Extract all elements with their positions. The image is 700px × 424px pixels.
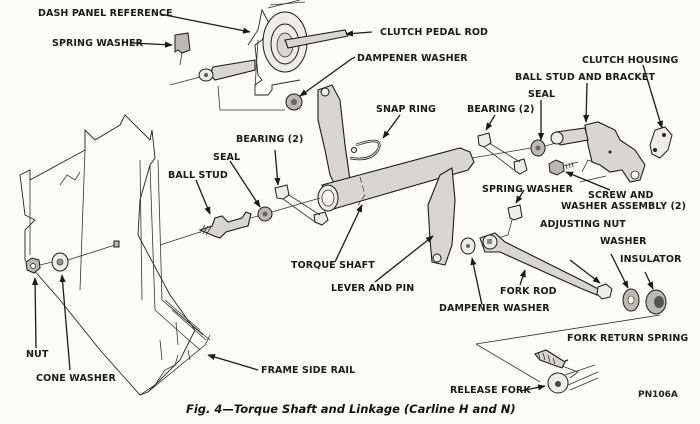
dampener-washer-top	[285, 93, 303, 111]
snap-ring	[349, 139, 381, 161]
figure-code: PN106A	[638, 390, 678, 400]
label-cone-washer: CONE WASHER	[36, 373, 116, 384]
label-clutch-pedal-rod: CLUTCH PEDAL ROD	[380, 27, 489, 38]
frame-side-rail	[19, 114, 211, 396]
bearing-left-top	[274, 184, 290, 200]
ball-stud-and-bracket	[550, 121, 646, 183]
insulator	[645, 289, 667, 315]
label-ball-stud: BALL STUD	[168, 170, 228, 181]
label-lever-and-pin: LEVER AND PIN	[331, 283, 415, 294]
label-ball-stud-and-bracket: BALL STUD AND BRACKET	[515, 72, 656, 83]
seal-left	[257, 206, 273, 222]
adjusting-nut	[596, 283, 613, 300]
seal-right	[530, 139, 546, 157]
label-torque-shaft: TORQUE SHAFT	[291, 260, 375, 271]
spring-washer-top	[174, 32, 191, 66]
label-seal-right: SEAL	[528, 89, 556, 100]
clutch-housing	[649, 126, 673, 159]
label-clutch-housing: CLUTCH HOUSING	[582, 55, 679, 66]
label-release-fork: RELEASE FORK	[450, 385, 531, 396]
screw-and-washer-assembly	[548, 159, 579, 176]
label-washer: WASHER	[600, 236, 647, 247]
label-screw-and-washer-line1: SCREW AND	[588, 190, 654, 201]
torque-shaft	[317, 147, 475, 212]
callout-lines	[31, 13, 663, 392]
label-fork-rod: FORK ROD	[500, 286, 557, 297]
label-insulator: INSULATOR	[620, 254, 682, 265]
lever-and-pin	[427, 167, 456, 266]
release-fork	[547, 364, 599, 394]
label-nut: NUT	[26, 349, 49, 360]
dampener-washer-bottom	[460, 237, 476, 255]
washer	[622, 288, 640, 312]
bearing-right-bottom	[513, 158, 528, 175]
label-adjusting-nut: ADJUSTING NUT	[540, 219, 626, 230]
label-screw-and-washer-line2: WASHER ASSEMBLY (2)	[561, 201, 687, 212]
label-bearing-right: BEARING (2)	[467, 104, 535, 115]
label-snap-ring: SNAP RING	[376, 104, 436, 115]
label-spring-washer-mid: SPRING WASHER	[482, 184, 574, 195]
label-bearing-left: BEARING (2)	[236, 134, 304, 145]
label-frame-side-rail: FRAME SIDE RAIL	[261, 365, 356, 376]
label-seal-left: SEAL	[213, 152, 241, 163]
label-fork-return-spring: FORK RETURN SPRING	[567, 333, 689, 344]
bearing-right-top	[477, 132, 492, 148]
label-dampener-washer-top: DAMPENER WASHER	[357, 53, 468, 64]
bearing-left-bottom	[313, 211, 329, 226]
cone-washer	[51, 252, 69, 272]
label-dampener-washer-bottom: DAMPENER WASHER	[439, 303, 550, 314]
spring-washer-mid	[497, 204, 523, 239]
dash-panel	[247, 0, 308, 96]
label-spring-washer-top: SPRING WASHER	[52, 38, 144, 49]
ball-stud	[198, 211, 252, 239]
label-dash-panel-reference: DASH PANEL REFERENCE	[38, 8, 173, 19]
fork-return-spring	[534, 349, 579, 379]
torque-shaft-lever	[317, 84, 351, 186]
nut	[25, 257, 41, 274]
figure-caption: Fig. 4—Torque Shaft and Linkage (Carline…	[186, 402, 516, 416]
